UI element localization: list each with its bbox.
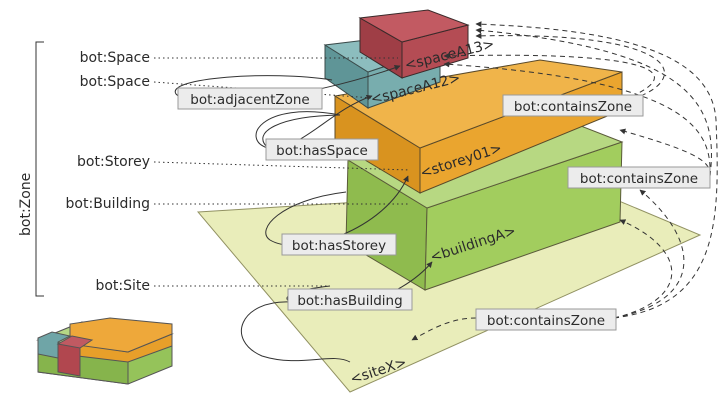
relation-has-building: bot:hasBuilding (287, 288, 413, 311)
class-label-space-2: bot:Space (80, 74, 150, 90)
conn-site-loop (241, 301, 351, 363)
conn-has-space-2 (262, 114, 341, 149)
relation-has-storey: bot:hasStorey (281, 233, 397, 256)
zone-bracket (35, 41, 44, 297)
zone-title: bot:Zone (18, 173, 34, 236)
relation-has-building-text: bot:hasBuilding (297, 293, 402, 309)
relation-contains-zone-3: bot:containsZone (475, 308, 617, 331)
conn-has-storey (265, 175, 409, 246)
relation-adjacent-zone-text: bot:adjacentZone (190, 92, 309, 108)
relation-contains-zone-3-text: bot:containsZone (487, 313, 605, 329)
class-label-site: bot:Site (95, 278, 150, 294)
conn-contains-zone-g (613, 189, 685, 319)
conn-contains-zone-b (443, 52, 655, 104)
class-label-storey: bot:Storey (77, 154, 150, 170)
space-a13-block (358, 9, 470, 79)
class-label-building: bot:Building (66, 196, 150, 212)
relation-has-storey-text: bot:hasStorey (292, 238, 386, 254)
relation-contains-zone-2: bot:containsZone (567, 166, 711, 189)
relation-adjacent-zone: bot:adjacentZone (177, 87, 323, 110)
class-label-space-1: bot:Space (80, 50, 150, 66)
conn-contains-zone-c (475, 27, 712, 177)
conn-contains-zone-f (475, 21, 718, 319)
relation-contains-zone-1: bot:containsZone (502, 94, 644, 117)
relation-has-space: bot:hasSpace (265, 138, 379, 161)
thumbnail-model (36, 317, 174, 385)
relation-contains-zone-2-text: bot:containsZone (580, 171, 698, 187)
conn-contains-zone-d (443, 61, 711, 177)
relation-has-space-text: bot:hasSpace (276, 143, 368, 159)
relation-contains-zone-1-text: bot:containsZone (514, 99, 632, 115)
